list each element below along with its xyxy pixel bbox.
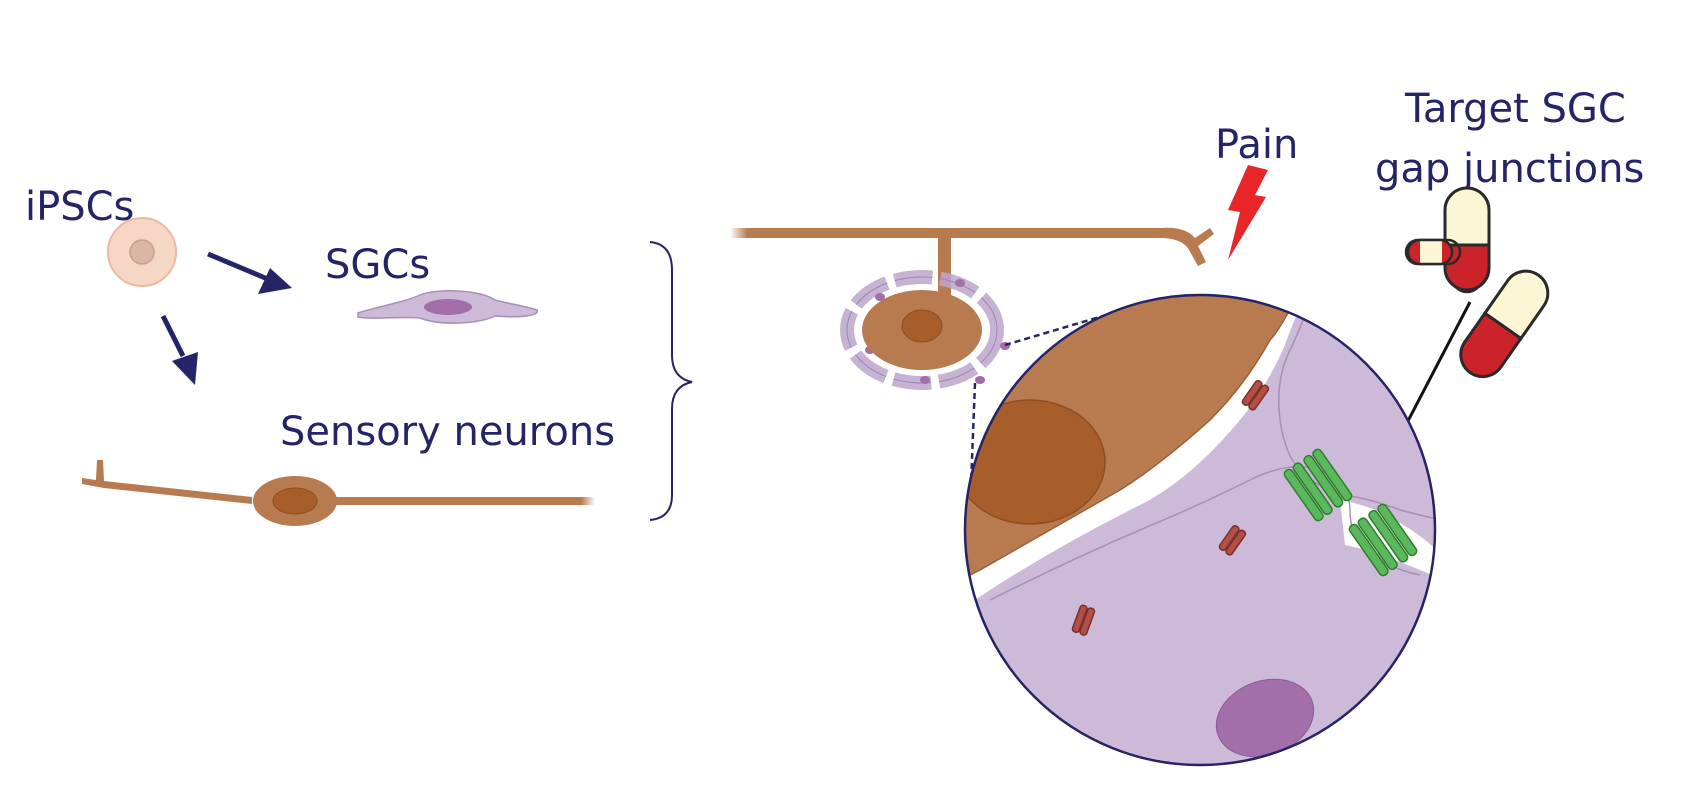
neuron-icon (82, 460, 595, 526)
sgc-wrap (840, 270, 1010, 390)
pill-icon (1443, 186, 1491, 292)
ion-channel-icon (1071, 379, 1270, 636)
lightning-bolt-icon (1228, 165, 1268, 260)
pill-icon (1404, 238, 1462, 266)
ipsc-cell-icon (107, 217, 177, 287)
gap-junction-icon (1283, 448, 1418, 577)
pain-label: Pain (1215, 122, 1298, 168)
zoom-circle (963, 293, 1437, 767)
arrow-to-sgcs (207, 251, 292, 294)
grouping-brace (649, 241, 693, 521)
neuron-soma (862, 290, 982, 370)
arrow-to-neurons (160, 314, 198, 385)
ipscs-label: iPSCs (25, 184, 134, 230)
target-label-line1: Target SGC (1404, 86, 1626, 132)
pill-icon (1459, 269, 1550, 378)
sensory-neurons-label: Sensory neurons (280, 409, 615, 455)
target-label-line2: gap junctions (1375, 146, 1644, 192)
sgcs-label: SGCs (325, 242, 430, 288)
sgc-cell-icon (357, 290, 538, 324)
